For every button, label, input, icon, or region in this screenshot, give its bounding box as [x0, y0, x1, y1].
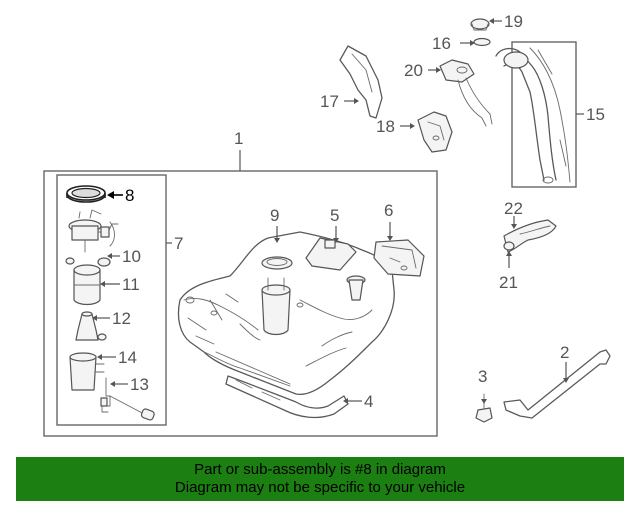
- part-14-pump-body[interactable]: [69, 352, 105, 391]
- fuel-pump-assembly-frame: [56, 174, 167, 426]
- part-2-tank-strap[interactable]: [503, 349, 611, 419]
- part-13-sender-unit[interactable]: [100, 377, 155, 421]
- callout-21[interactable]: 21: [499, 273, 518, 292]
- part-4-heat-shield[interactable]: [225, 375, 349, 419]
- callout-6[interactable]: 6: [384, 201, 393, 220]
- callout-2[interactable]: 2: [560, 343, 569, 362]
- callout-1[interactable]: 1: [234, 129, 243, 148]
- callout-7[interactable]: 7: [174, 234, 183, 253]
- part-21-clamp[interactable]: [503, 241, 515, 251]
- part-9-pump-ring[interactable]: [261, 256, 293, 336]
- part-19-fuel-cap[interactable]: [470, 18, 490, 31]
- part-17-filler-shield[interactable]: [339, 45, 383, 119]
- part-16-gasket[interactable]: [473, 37, 491, 47]
- banner-line-2: Diagram may not be specific to your vehi…: [174, 479, 466, 496]
- callout-10[interactable]: 10: [122, 247, 141, 266]
- callout-3[interactable]: 3: [478, 367, 487, 386]
- part-22-hose[interactable]: [503, 219, 557, 253]
- callout-17[interactable]: 17: [320, 92, 339, 111]
- callout-22[interactable]: 22: [504, 199, 523, 218]
- callout-12[interactable]: 12: [112, 309, 131, 328]
- fuel-tank[interactable]: [177, 231, 395, 396]
- callout-9[interactable]: 9: [270, 206, 279, 225]
- part-10-pump-module-top[interactable]: [65, 209, 119, 267]
- callout-5[interactable]: 5: [330, 206, 339, 225]
- callout-8[interactable]: 8: [125, 186, 134, 205]
- part-5-vent-bracket[interactable]: [305, 237, 366, 301]
- part-12-strainer[interactable]: [75, 311, 107, 341]
- part-8-seal-ring[interactable]: [66, 185, 106, 203]
- callout-16[interactable]: 16: [432, 34, 451, 53]
- callout-20[interactable]: 20: [404, 61, 423, 80]
- part-20-filler-housing[interactable]: [439, 59, 493, 127]
- callout-18[interactable]: 18: [376, 117, 395, 136]
- part-6-bracket[interactable]: [373, 239, 425, 277]
- part-11-filter[interactable]: [73, 264, 101, 306]
- part-15-filler-neck[interactable]: [495, 47, 571, 184]
- callout-14[interactable]: 14: [118, 348, 137, 367]
- callout-15[interactable]: 15: [586, 105, 605, 124]
- part-18-filler-bracket[interactable]: [417, 111, 453, 153]
- callout-13[interactable]: 13: [130, 375, 149, 394]
- fuel-tank-assembly-frame: [43, 170, 438, 437]
- banner-line-1: Part or sub-assembly is #8 in diagram: [194, 461, 446, 478]
- callout-4[interactable]: 4: [364, 392, 373, 411]
- callout-19[interactable]: 19: [504, 12, 523, 31]
- callout-11[interactable]: 11: [122, 275, 140, 294]
- info-banner: Part or sub-assembly is #8 in diagram Di…: [16, 457, 624, 501]
- part-3-bolt[interactable]: [475, 393, 493, 423]
